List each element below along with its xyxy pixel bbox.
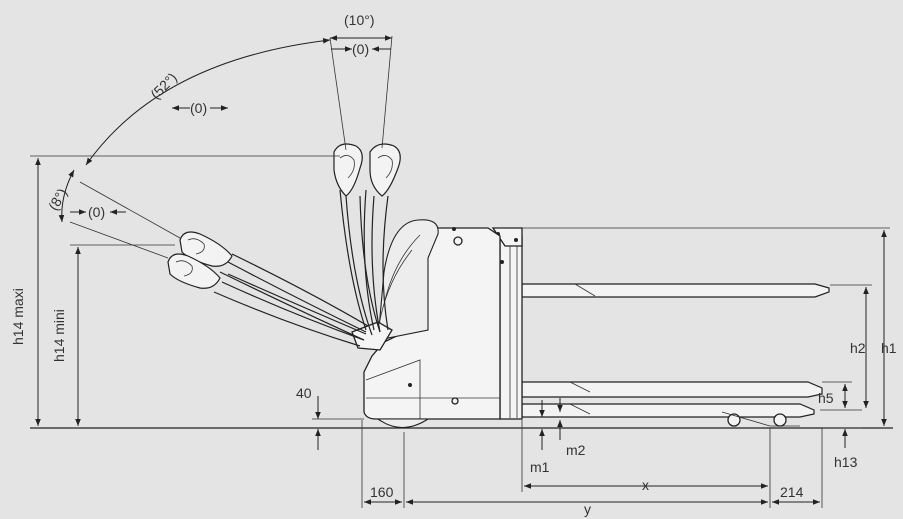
carriage-bolt [500,260,504,264]
fork-detail [569,381,591,393]
body-badge [453,236,463,246]
raised-fork [521,283,830,298]
label-rear-overhang: 160 [370,484,394,500]
label-angle-tiller-low: (8°) [45,185,70,213]
label-m2: m2 [566,442,586,458]
carriage-bolt [514,238,518,242]
label-h14-maxi: h14 maxi [10,288,26,345]
upper-cover [377,219,439,341]
label-h13: h13 [834,454,858,470]
label-m1: m1 [530,459,550,475]
label-zero-arc: (0) [190,100,207,116]
tiller-vertical-b [363,143,401,333]
load-wheel [727,413,741,427]
drive-wheel [376,418,430,429]
body-badge [452,227,456,231]
label-y: y [584,501,591,517]
fork-clearance-dimensions: m1 m2 [530,398,586,475]
pallet-truck [167,143,830,429]
body-bolt [451,397,459,405]
tiller-vertical-a [333,143,381,336]
load-wheel-arm [721,411,800,427]
length-dimensions: x 160 y 214 [361,420,823,517]
cover-detail [379,249,413,321]
label-zero-top: (0) [352,41,369,57]
lower-fork [521,381,823,398]
label-h14-mini: h14 mini [51,309,67,362]
angle-annotations: (10°) (0) (52°) (0) (8°) (0) [45,12,393,259]
lower-fork-bottom [521,403,815,418]
label-fork-tip: 214 [780,484,804,500]
body-bolt [408,383,412,387]
tiller-lowered-b [167,253,367,347]
label-h5: h5 [818,390,834,406]
label-h1: h1 [881,340,897,356]
fork-detail [569,403,591,415]
label-ground-clearance: 40 [296,385,312,401]
lower-skirt [365,359,421,419]
label-h2: h2 [850,340,866,356]
cover-detail [384,234,421,301]
right-height-dimensions: h1 h2 h5 h13 [522,227,897,470]
load-wheel [773,413,787,427]
fork-detail [574,283,596,297]
label-angle-tiller-top: (10°) [344,12,375,28]
left-height-dimensions: h14 maxi h14 mini 40 [10,155,364,450]
label-x: x [642,477,649,493]
label-zero-low: (0) [88,204,105,220]
